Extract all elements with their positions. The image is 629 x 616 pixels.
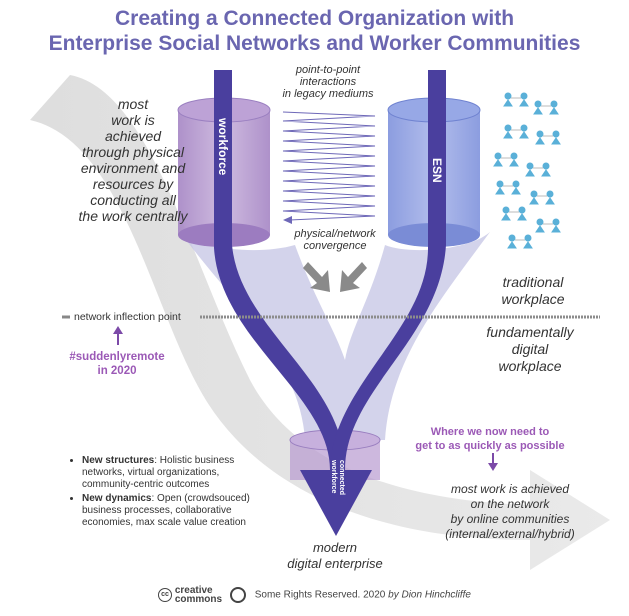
left-note-line: work is xyxy=(111,112,155,128)
fundamental-note-line: fundamentally xyxy=(486,324,574,340)
where-note: Where we now need to get to as quickly a… xyxy=(410,425,570,453)
cc-line-2: commons xyxy=(174,594,223,605)
bullet-text: : Holistic business networks, virtual or… xyxy=(82,455,235,490)
modern-note-line: modern xyxy=(312,540,358,555)
left-note-line: conducting all xyxy=(90,192,176,208)
title-line-1: Creating a Connected Organization with xyxy=(114,7,515,30)
connected-label-2: workforce xyxy=(330,459,337,494)
online-note-line: by online communities xyxy=(450,512,570,526)
rights-text: Some Rights Reserved. 2020 xyxy=(254,589,386,601)
remote-arrow xyxy=(113,326,123,345)
p2p-note: point-to-point interactions in legacy me… xyxy=(268,64,388,100)
left-note-line: the work centrally xyxy=(78,208,188,224)
enterprise-arrowhead xyxy=(300,470,372,536)
left-note-line: resources by xyxy=(92,176,174,192)
inflection-label: network inflection point xyxy=(74,311,181,323)
remote-note: #suddenlyremote in 2020 xyxy=(62,350,172,378)
left-note-line: through physical xyxy=(82,144,184,160)
convergence-note-line: convergence xyxy=(303,240,367,252)
left-note: most work is achieved through physical e… xyxy=(58,96,208,224)
modern-note-line: digital enterprise xyxy=(287,556,383,571)
convergence-note: physical/network convergence xyxy=(280,228,390,252)
cc-line-1: creative xyxy=(174,585,213,596)
cc-logo-icon: cc xyxy=(158,588,173,602)
convergence-funnel xyxy=(180,232,490,440)
people-icons xyxy=(493,92,561,249)
left-note-line: environment and xyxy=(80,160,186,176)
left-note-line: most xyxy=(117,96,149,112)
fundamental-note-line: workplace xyxy=(498,358,562,374)
workforce-label: workforce xyxy=(216,117,230,176)
fundamental-note: fundamentally digital workplace xyxy=(470,324,590,375)
list-item: New structures: Holistic business networ… xyxy=(82,455,272,491)
where-note-line: get to as quickly as possible xyxy=(415,440,565,452)
modern-note: modern digital enterprise xyxy=(270,540,400,572)
traditional-note: traditional workplace xyxy=(478,274,588,308)
bullet-text: : Open (crowdsouced) business processes,… xyxy=(82,493,250,528)
traditional-note-line: workplace xyxy=(501,291,565,307)
p2p-note-line: point-to-point xyxy=(295,64,361,76)
p2p-note-line: interactions xyxy=(299,76,357,88)
workforce-band xyxy=(214,70,345,470)
bullet-bold: New structures xyxy=(82,455,155,466)
left-note-line: achieved xyxy=(104,128,162,144)
where-arrow xyxy=(488,453,498,471)
remote-note-line: in 2020 xyxy=(97,365,137,377)
online-note-line: most work is achieved xyxy=(450,482,570,496)
zigzag-lines xyxy=(282,111,376,221)
list-item: New dynamics: Open (crowdsouced) busines… xyxy=(82,493,272,529)
esn-label: ESN xyxy=(430,158,444,183)
convergence-arrows xyxy=(303,262,367,292)
page-title: Creating a Connected Organization with E… xyxy=(0,6,629,56)
footer: cc creative commons Some Rights Reserved… xyxy=(0,585,629,605)
zigzag-arrowhead xyxy=(283,216,292,224)
fundamental-note-line: digital xyxy=(511,341,549,357)
author-text: by Dion Hinchcliffe xyxy=(388,589,471,601)
convergence-note-line: physical/network xyxy=(294,228,376,240)
connected-label-1: connected xyxy=(338,460,345,495)
where-note-line: Where we now need to xyxy=(430,426,550,438)
p2p-note-line: in legacy mediums xyxy=(282,88,374,100)
bullet-list: New structures: Holistic business networ… xyxy=(72,455,272,531)
online-note-line: (internal/external/hybrid) xyxy=(445,527,575,541)
attribution-icon xyxy=(230,587,247,603)
bullet-bold: New dynamics xyxy=(82,493,152,504)
esn-band xyxy=(330,70,446,470)
online-note: most work is achieved on the network by … xyxy=(420,482,600,542)
remote-note-line: #suddenlyremote xyxy=(69,351,165,363)
traditional-note-line: traditional xyxy=(502,274,564,290)
cc-wordmark: creative commons xyxy=(174,585,223,605)
online-note-line: on the network xyxy=(470,497,550,511)
title-line-2: Enterprise Social Networks and Worker Co… xyxy=(48,32,581,55)
